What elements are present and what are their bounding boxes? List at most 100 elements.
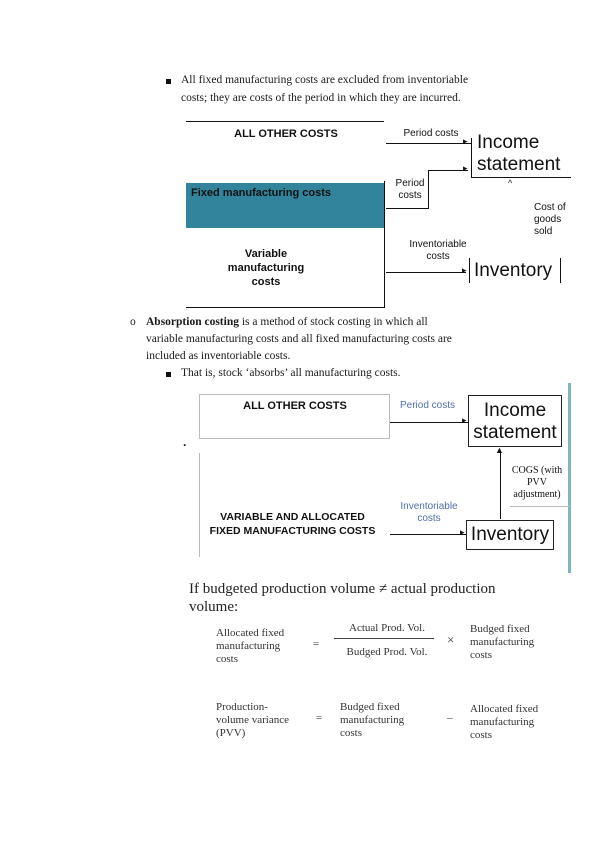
formula-heading: If budgeted production volume ≠ actual p… [189,580,495,616]
eq2-rhs: Allocated fixed manufacturing costs [470,703,538,742]
eq2-lhs-line-1: Production- [216,701,268,713]
all-other-costs-label: ALL OTHER COSTS [234,128,338,140]
cogs-line-2: goods [534,214,562,225]
diagram-absorption-costing: ALL OTHER COSTS . VARIABLE AND ALLOCATED… [180,383,575,573]
eq1-times: × [447,632,455,647]
bullet-text-line-2: costs; they are costs of the period in w… [181,92,461,104]
income-statement-label-2: Income statement [469,400,561,444]
grey-divider [510,506,570,507]
eq2-lhs-line-3: (PVV) [216,727,246,739]
eq1-numerator: Actual Prod. Vol. [349,622,425,634]
top-box-right [389,394,390,438]
absorption-line-2: variable manufacturing costs and all fix… [146,333,452,345]
period-mid-top [428,170,468,171]
period-costs-mid-label: Period costs [388,178,432,202]
eq2-equals: = [316,712,323,724]
eq2-rhs-line-3: costs [470,729,492,741]
dot-marker: . [183,435,187,449]
income-statement-box-2: Income statement [468,395,562,447]
bottom-box-left [199,453,200,557]
eq1-rhs-line-1: Budged fixed [470,623,530,635]
cogs2-line-3: adjustment) [513,489,561,500]
top-border [186,121,384,122]
cogs2-line-1: COGS (with [511,465,563,476]
eq2-lhs: Production- volume variance (PVV) [216,701,289,740]
period-arrow-top-line [386,143,472,144]
fixed-mfg-costs-label: Fixed manufacturing costs [191,187,331,199]
bullet-marker [166,79,171,84]
cogs-line-1: Cost of [534,202,566,213]
inventoriable2-line-2: costs [417,513,441,524]
eq2-rhs-line-1: Allocated fixed [470,703,539,715]
income-line-2: statement [477,154,561,175]
arrow-head-5: ▸ [460,527,465,537]
eq1-lhs-line-3: costs [216,653,238,665]
absorption-term: Absorption costing [146,316,239,328]
cogs-label: Cost of goods sold [534,202,566,238]
period-arrow-2 [390,422,468,423]
inventoriable-line-2: costs [426,251,450,262]
income-statement-label: Income statement [477,132,560,176]
eq2-lhs-line-2: volume variance [216,714,289,726]
right-border [384,181,385,307]
inventory-label: Inventory [474,260,553,281]
absorption-line-1-rest: is a method of stock costing in which al… [238,316,428,328]
sub-bullet-text: That is, stock ‘absorbs’ all manufacturi… [181,367,401,379]
inventoriable-arrow-2 [390,534,466,535]
top-box-bottom [199,438,390,439]
top-box-top [199,394,389,395]
absorption-line-3: included as inventoriable costs. [146,350,291,362]
income2-line-2: statement [473,422,557,443]
arrow-head-4: ▸ [462,415,467,425]
arrow-head-2: ▸ [463,163,468,173]
right-accent-bar [568,383,571,573]
arrow-up-head: ▲ [495,445,504,455]
all-other-costs-label-2: ALL OTHER COSTS [243,400,347,412]
variable-line-2: manufacturing [227,262,305,274]
bottom-border [186,307,385,308]
diagram-variable-costing: ALL OTHER COSTS Fixed manufacturing cost… [186,120,571,310]
variable-allocated-line-2: FIXED MANUFACTURING COSTS [209,525,376,537]
inventoriable2-line-1: Inventoriable [400,501,458,512]
eq1-rhs-line-2: manufacturing [470,636,535,648]
period-mid-line-2: costs [398,190,422,201]
absorption-marker: o [130,316,136,328]
income-line-1: Income [477,132,540,153]
cogs2-line-2: PVV [526,477,547,488]
variable-line-3: costs [251,276,281,288]
arrow-head-3: ▸ [462,265,467,275]
inventoriable-costs-label-2: Inventoriable costs [392,501,466,525]
eq1-denominator: Budged Prod. Vol. [346,646,428,658]
variable-allocated-label: VARIABLE AND ALLOCATED FIXED MANUFACTURI… [205,510,380,538]
eq2-minus: – [447,712,453,724]
period-mid-connector [428,170,429,209]
inventory-box-2: Inventory [466,520,554,550]
eq2-rhs-line-2: manufacturing [470,716,535,728]
cogs-pvv-label: COGS (with PVV adjustment) [502,465,572,501]
cogs-line-3: sold [534,226,553,237]
eq1-rhs: Budged fixed manufacturing costs [470,623,534,662]
eq2-mid-line-3: costs [340,727,362,739]
inventory-box-right [560,258,561,283]
top-box-left [199,394,200,438]
eq1-lhs-line-1: Allocated fixed [216,627,285,639]
eq2-mid-line-2: manufacturing [340,714,405,726]
variable-line-1: Variable [244,248,288,260]
caret-icon: ^ [508,178,513,188]
cogs-arrow-line [500,453,501,519]
variable-allocated-line-1: VARIABLE AND ALLOCATED [220,511,365,523]
eq1-lhs: Allocated fixed manufacturing costs [216,627,284,666]
inventoriable-line-1: Inventoriable [409,239,467,250]
eq1-equals: = [313,638,320,650]
income-box-left [471,138,472,178]
absorption-line-1: Absorption costing is a method of stock … [146,314,428,331]
eq1-rhs-line-3: costs [470,649,492,661]
inventoriable-costs-label: Inventoriable costs [398,239,478,263]
period-mid-line-1: Period [395,178,425,189]
variable-mfg-costs-label: Variable manufacturing costs [216,247,316,289]
income2-line-1: Income [483,400,547,421]
income-box-bottom [471,177,571,178]
formula-heading-line-2: volume: [189,599,239,615]
eq2-mid: Budged fixed manufacturing costs [340,701,404,740]
period-costs-label-2: Period costs [400,400,456,411]
